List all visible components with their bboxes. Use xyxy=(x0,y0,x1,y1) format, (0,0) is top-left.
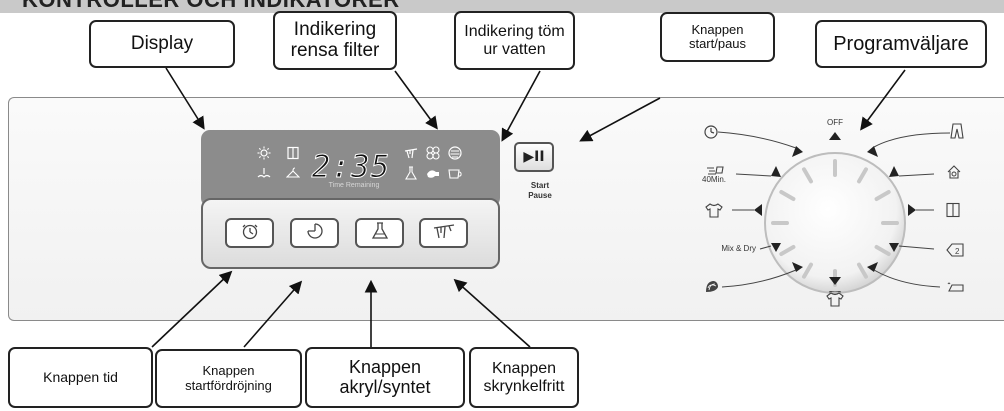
marker-ul xyxy=(771,166,781,177)
wool-icon xyxy=(703,278,721,294)
timer-program-icon xyxy=(702,123,720,139)
dial-leader-lines xyxy=(717,131,951,288)
callout-display: Display xyxy=(89,20,235,68)
quick-wash-icon xyxy=(706,162,724,178)
container-icon xyxy=(448,166,462,180)
arrow-tid xyxy=(151,270,233,348)
svg-text:2: 2 xyxy=(955,247,960,256)
shirt-program-icon xyxy=(705,202,723,218)
arrow-skrynkelfritt xyxy=(453,278,531,348)
arrow-tom-vatten xyxy=(501,70,541,142)
mix-dry-label: Mix & Dry xyxy=(721,244,756,253)
fan-icon xyxy=(426,146,440,160)
marker-uul xyxy=(792,146,803,157)
page-heading: KONTROLLER OCH INDIKATORER xyxy=(22,0,400,13)
dial-tick xyxy=(779,190,796,201)
drying-icon xyxy=(257,166,271,180)
marker-llr xyxy=(867,262,878,272)
window-program-icon xyxy=(944,202,962,218)
dial-tick xyxy=(874,245,891,256)
marker-bottom xyxy=(829,277,841,285)
jeans-icon xyxy=(948,123,966,139)
display-screen xyxy=(201,130,500,207)
marker-ur xyxy=(889,166,899,177)
delay-start-button[interactable] xyxy=(290,218,339,248)
arrow-startfordrojning xyxy=(243,280,303,348)
synthetic-button[interactable] xyxy=(355,218,404,248)
dial-tick xyxy=(779,245,796,256)
start-pause-label: Start Pause xyxy=(520,181,560,200)
time-display: 2:35 xyxy=(311,149,391,186)
wrinkle-free-button[interactable] xyxy=(419,218,468,248)
iron-icon xyxy=(404,146,418,160)
timer-button[interactable] xyxy=(225,218,274,248)
filter-icon xyxy=(448,146,462,160)
pause-label: Pause xyxy=(528,190,552,200)
dial-tick xyxy=(857,262,868,279)
start-pause-button[interactable]: ▶II xyxy=(514,142,554,172)
dial-tick xyxy=(802,167,813,184)
dial-tick xyxy=(802,262,813,279)
off-label: OFF xyxy=(827,118,843,127)
marker-right xyxy=(908,204,916,216)
marker-lr xyxy=(889,243,899,252)
callout-start-paus: Knappen start/paus xyxy=(660,12,775,62)
home-cycle-icon xyxy=(945,164,963,180)
iron-program-icon xyxy=(946,280,964,296)
time-remaining-label: Time Remaining xyxy=(328,182,380,189)
marker-ll xyxy=(771,243,781,252)
timer-icon xyxy=(241,222,259,245)
callout-rensa-filter: Indikering rensa filter xyxy=(273,11,397,70)
synthetic-icon xyxy=(371,221,389,245)
callout-akryl-syntet: Knappen akryl/syntet xyxy=(305,347,465,408)
arrow-start-paus xyxy=(579,97,661,142)
dial-ticks xyxy=(771,159,899,287)
dial-tick xyxy=(874,190,891,201)
forty-min-label: 40Min. xyxy=(702,175,727,184)
window-icon xyxy=(286,146,300,160)
marker-left xyxy=(754,204,762,216)
arrow-programvaljare xyxy=(860,69,906,131)
callout-programvaljare: Programväljare xyxy=(815,20,987,68)
wrinkle-free-icon xyxy=(433,222,455,245)
tap-icon xyxy=(426,166,440,180)
heading-strip: KONTROLLER OCH INDIKATORER xyxy=(0,0,1004,13)
tumble-2-icon: 2 xyxy=(946,242,964,258)
shirt-bottom-icon xyxy=(826,291,844,307)
callout-startfordrojning: Knappen startfördröjning xyxy=(155,349,302,408)
arrow-display xyxy=(165,67,205,130)
hanger-icon xyxy=(286,166,300,180)
dial-knob[interactable] xyxy=(764,152,906,294)
arrow-rensa-filter xyxy=(394,70,438,130)
marker-lll xyxy=(792,262,803,272)
play-pause-icon: ▶II xyxy=(523,149,545,165)
callout-tom-vatten: Indikering töm ur vatten xyxy=(454,11,575,70)
dial-tick xyxy=(857,167,868,184)
marker-uur xyxy=(867,146,878,157)
callout-skrynkelfritt: Knappen skrynkelfritt xyxy=(469,347,579,408)
flask-icon xyxy=(404,166,418,180)
callout-knappen-tid: Knappen tid xyxy=(8,347,153,408)
delay-icon xyxy=(306,222,324,245)
start-label: Start xyxy=(530,181,550,190)
sun-icon xyxy=(257,146,271,160)
dial-markers xyxy=(754,132,916,285)
marker-off xyxy=(829,132,841,140)
